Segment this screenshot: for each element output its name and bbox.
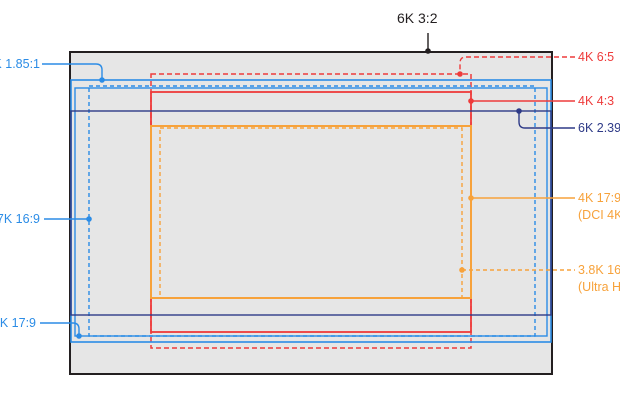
leader-6k-1-85 [42,63,103,80]
label-4k-4-3: 4K 4:3 [578,94,615,108]
label-4k-17-9-note: (DCI 4K) [578,208,620,222]
dot-6k-1-85 [99,77,105,83]
leader-5-6k-17-9 [40,322,80,336]
label-5-7k-16-9: 5.7K 16:9 [0,212,40,226]
label-6k-2-39: 6K 2.39:1 [578,121,620,135]
label-6k-1-85: 6K 1.85:1 [0,57,40,71]
frame-6k-2-39 [70,110,552,316]
dot-4k-4-3 [468,98,474,104]
dot-4k-17-9 [468,195,474,201]
dot-3-8k-16-9 [459,267,465,273]
leader-4k-6-5 [459,56,575,74]
label-3-8k-16-9-note: (Ultra HD) [578,280,620,294]
label-5-6k-17-9: 5.6K 17:9 [0,316,36,330]
leader-6k-2-39 [518,111,575,129]
dot-6k-3-2 [425,48,431,54]
frame-3-8k-16-9 [159,127,463,299]
label-6k-3-2: 6K 3:2 [397,10,438,26]
label-3-8k-16-9: 3.8K 16:9 [578,263,620,277]
label-4k-6-5: 4K 6:5 [578,50,615,64]
frame-5-7k-16-9 [88,85,536,337]
dot-6k-2-39 [516,108,522,114]
dot-5-7k-16-9 [86,216,92,222]
dot-5-6k-17-9 [76,333,82,339]
dot-4k-6-5 [457,71,463,77]
label-4k-17-9: 4K 17:9 [578,191,620,205]
